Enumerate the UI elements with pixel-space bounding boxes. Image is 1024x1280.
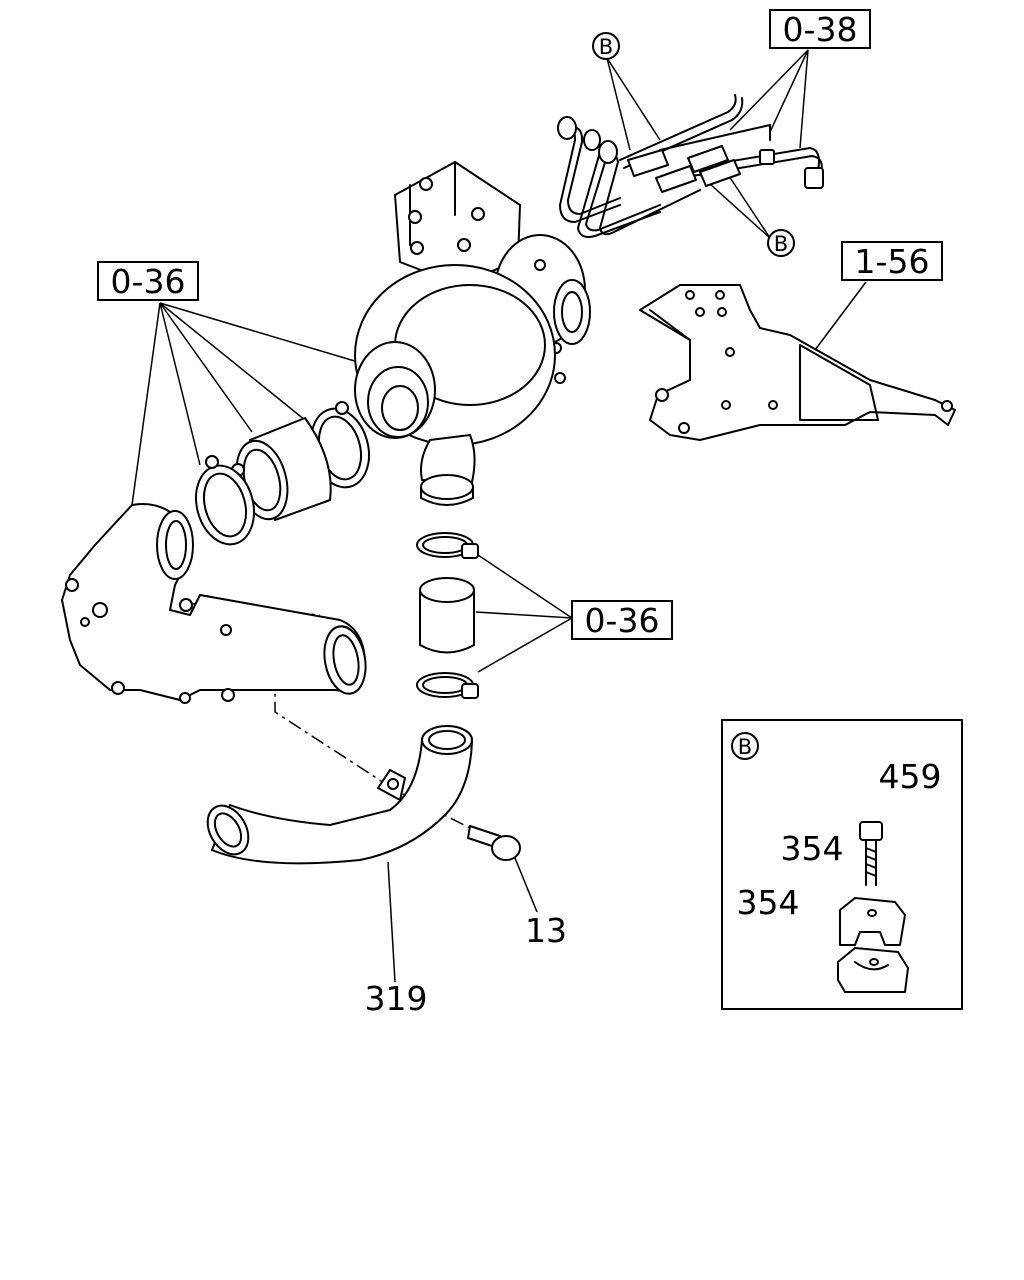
ref-label-0-36-mid: 0-36 [585,601,660,640]
ref-box-0-38: 0-38 [769,9,871,49]
bolt-13 [467,825,521,861]
bracket [639,284,956,441]
callout-b-mid: B [767,229,795,257]
part-label-459: 459 [879,757,942,796]
hose-set-upper [195,401,370,546]
part-label-354-lower: 354 [737,883,800,922]
callout-b-detail: B [731,732,759,760]
ref-box-1-56: 1-56 [841,241,943,281]
part-label-319: 319 [365,979,428,1018]
part-label-354-upper: 354 [781,829,844,868]
part-label-13: 13 [525,911,567,950]
leader-lines [131,49,879,983]
fuel-pipe-assembly [557,94,824,238]
svg-text:B: B [599,35,613,59]
svg-text:B: B [774,232,788,256]
hose-set-lower [416,532,479,699]
ref-label-1-56: 1-56 [855,242,930,281]
ref-box-0-36-top: 0-36 [97,261,199,301]
ref-label-0-36-top: 0-36 [111,262,186,301]
pipe-319 [206,725,473,865]
svg-text:B: B [738,735,752,759]
ref-label-0-38: 0-38 [783,10,858,49]
ref-box-0-36-mid: 0-36 [571,600,673,640]
elbow-pipe [61,503,367,704]
callout-b-top: B [592,32,620,60]
turbocharger [354,161,591,506]
detail-box-b [721,719,963,1010]
